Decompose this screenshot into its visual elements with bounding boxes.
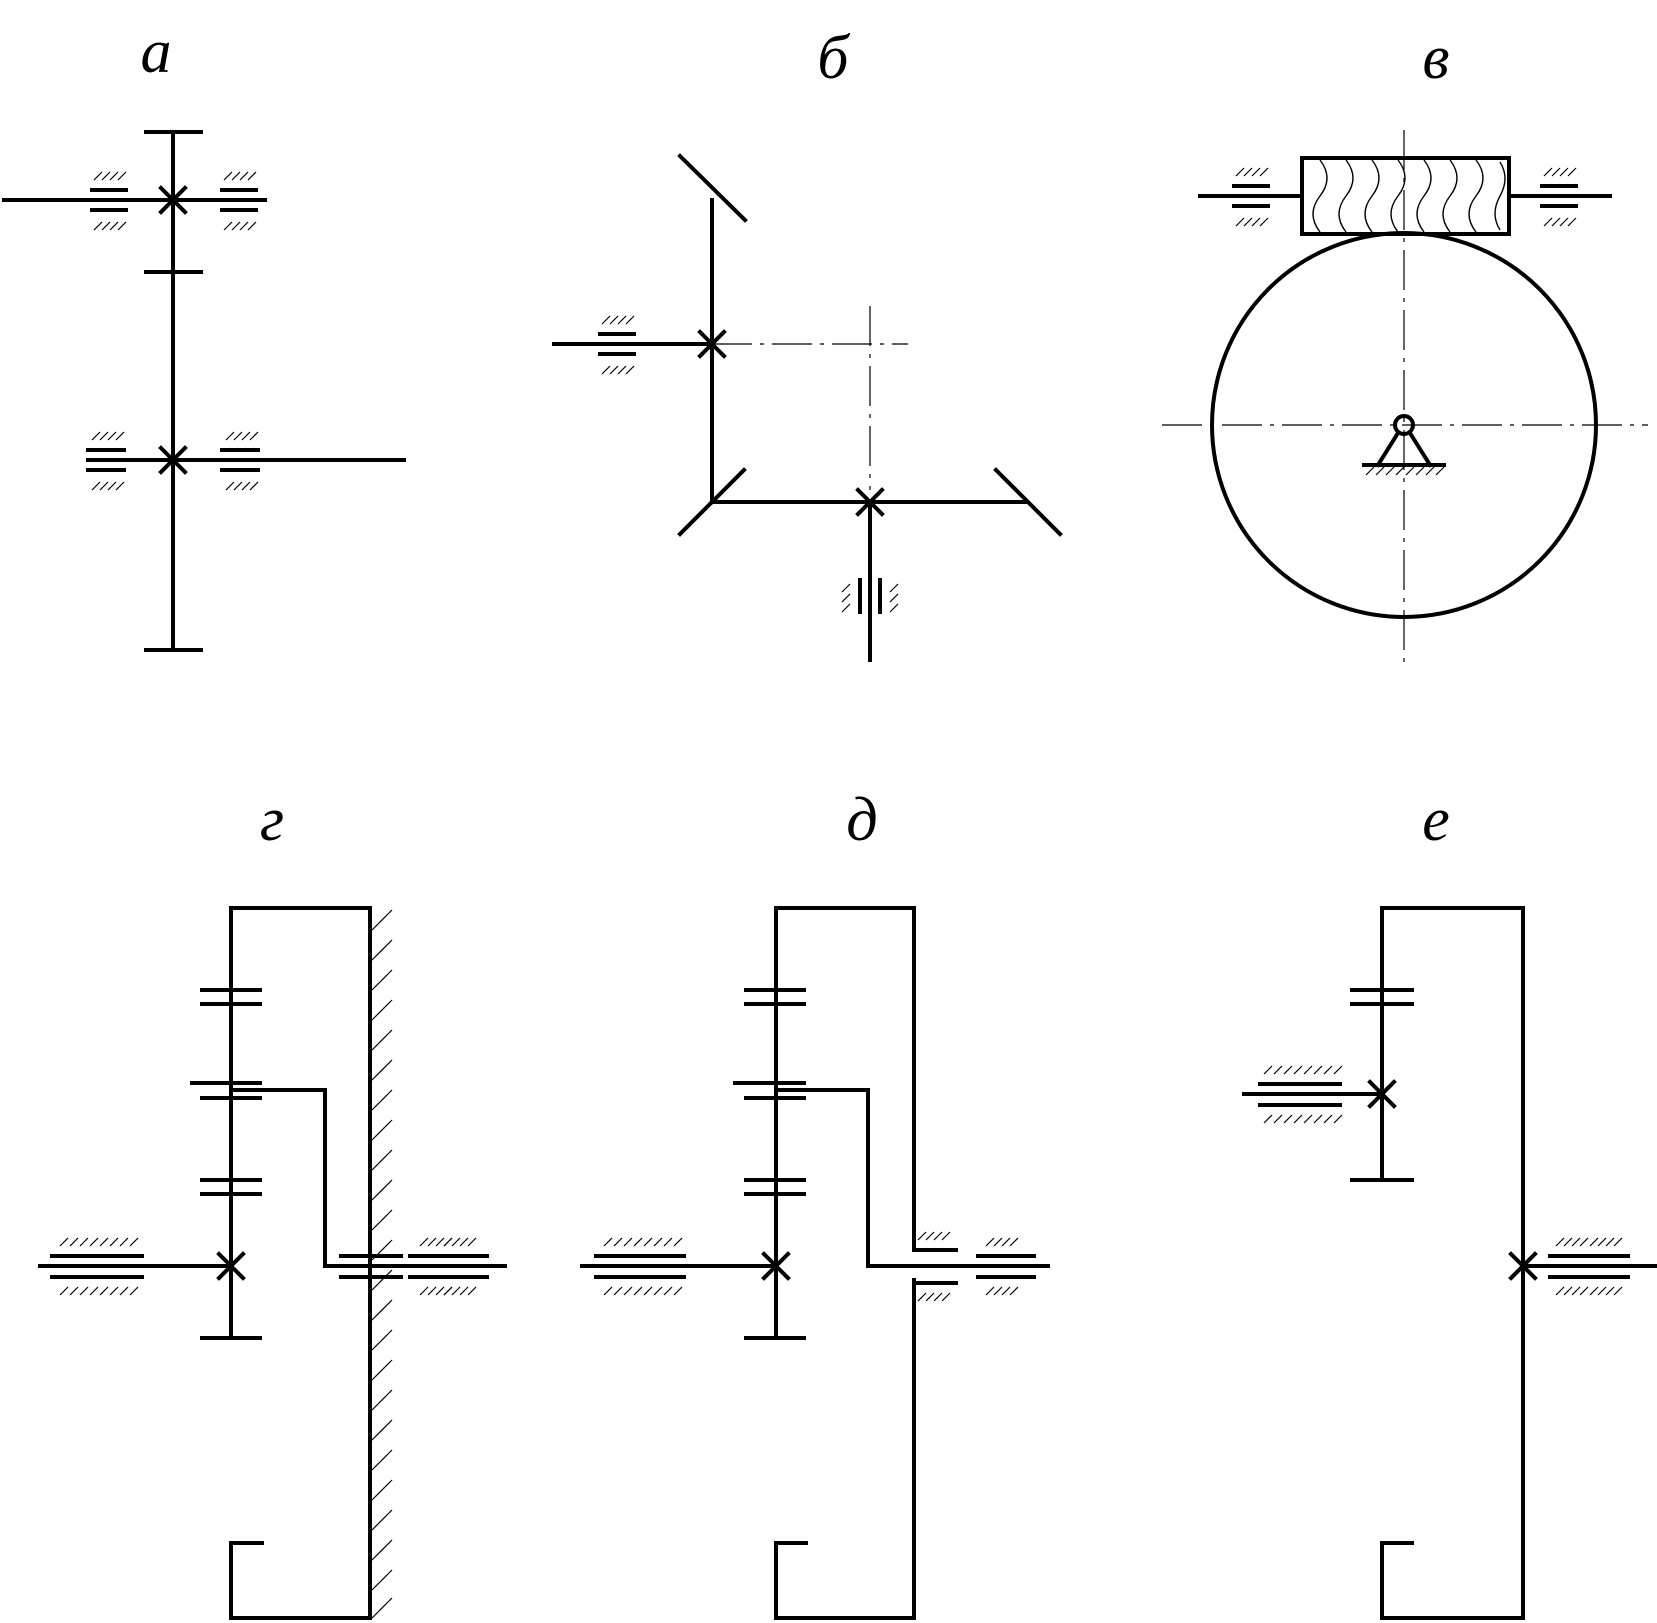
diagram-e: е <box>1242 786 1657 1620</box>
diagram-e-label: е <box>1422 786 1450 854</box>
diagram-a: а <box>2 18 406 652</box>
diagram-d-label: д <box>846 786 877 854</box>
diagram-v-label: в <box>1423 24 1450 92</box>
diagram-d: д <box>580 786 1050 1620</box>
diagram-b: б <box>552 24 1063 662</box>
diagram-b-label: б <box>817 24 850 92</box>
diagram-g: г <box>38 786 507 1620</box>
diagram-v: в <box>1162 24 1648 670</box>
diagram-a-label: а <box>141 18 172 86</box>
diagram-g-label: г <box>260 786 284 854</box>
